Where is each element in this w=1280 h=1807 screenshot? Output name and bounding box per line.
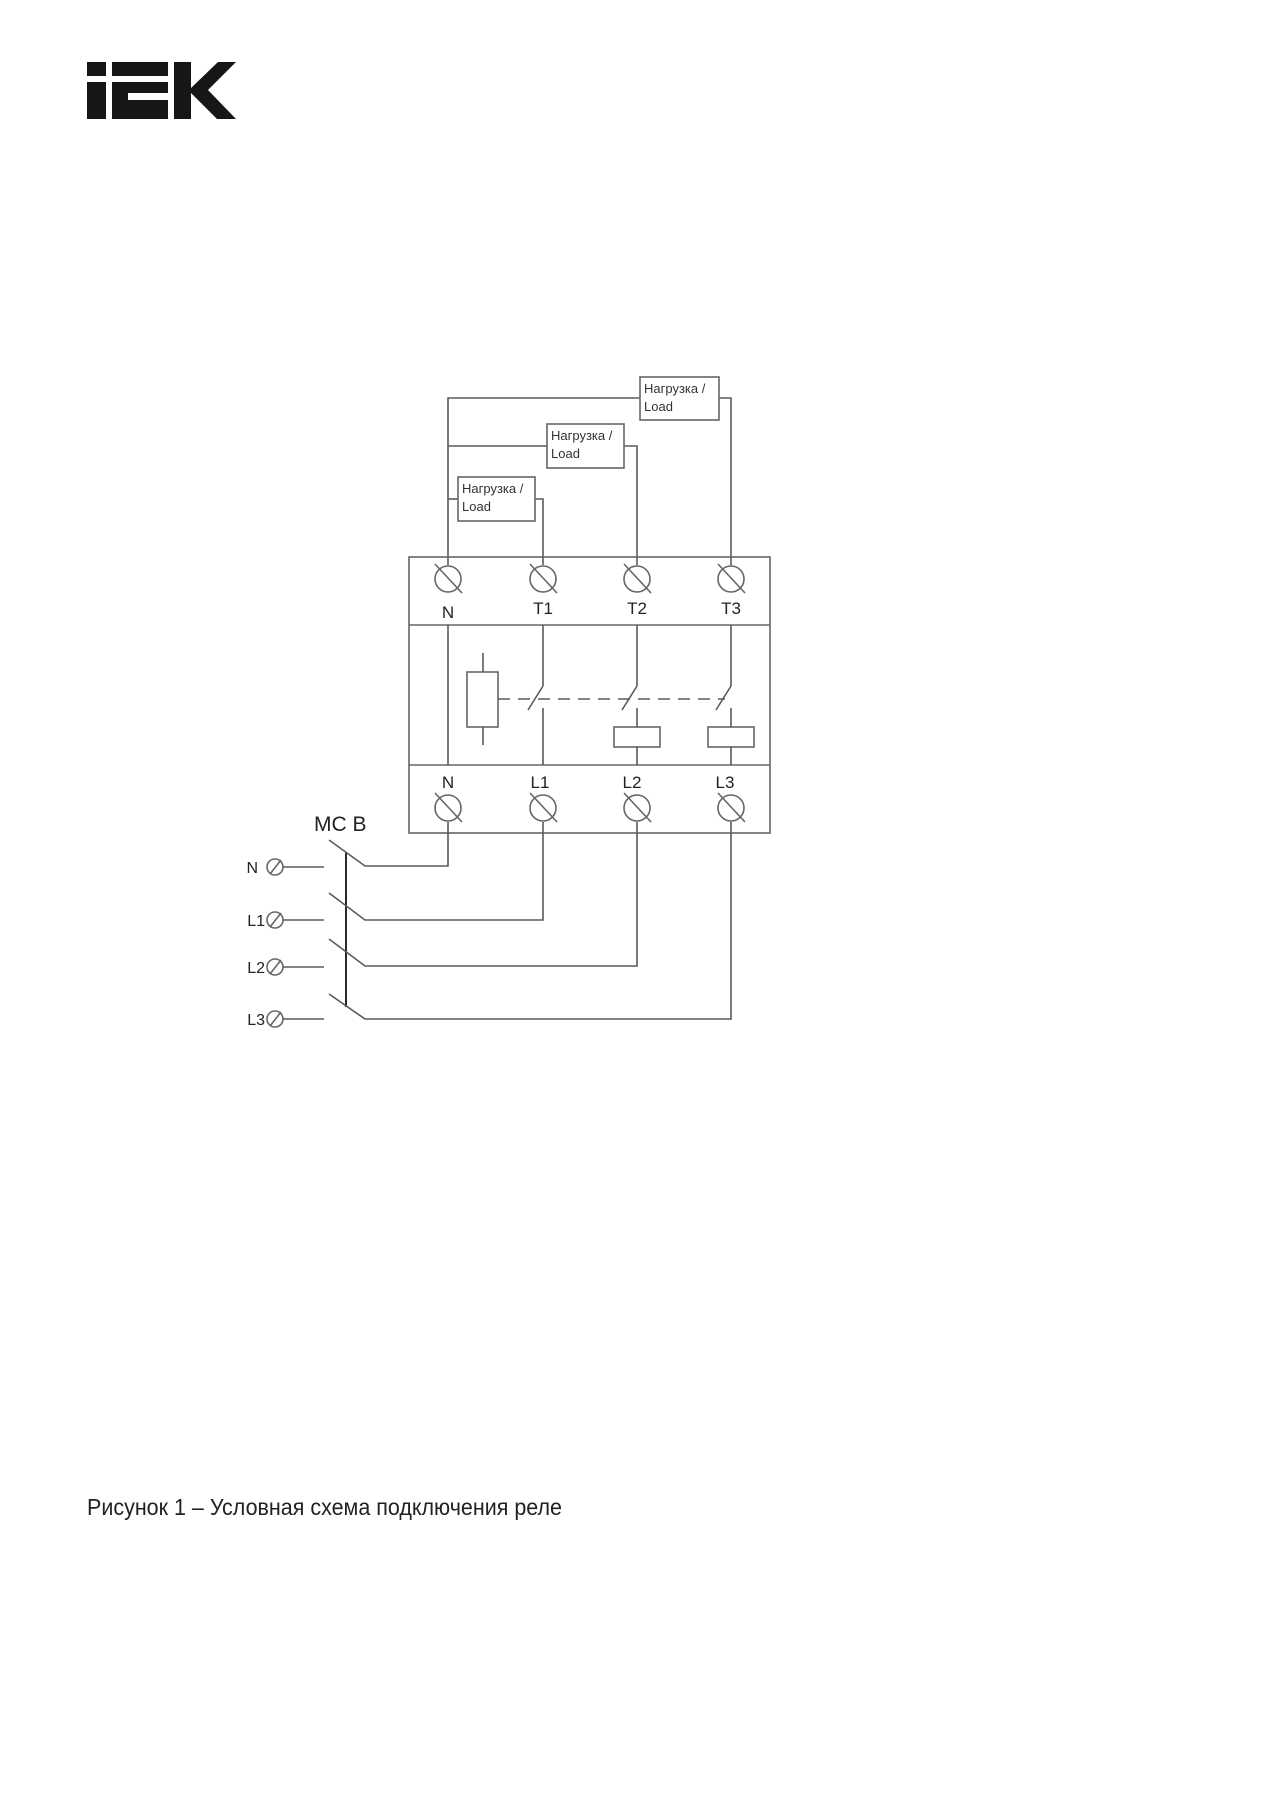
mcb-label: MC B: [314, 813, 367, 836]
load-1-label-en: Load: [462, 499, 491, 514]
supply-screw-icon: [266, 958, 324, 976]
contact-2: [613, 625, 661, 765]
screw-terminal-icon: [434, 563, 463, 594]
relay-internal-circuit: [447, 625, 755, 765]
terminal-label-l3: L3: [716, 773, 735, 792]
load-3-label: Нагрузка /: [644, 381, 706, 396]
iek-logo: [87, 62, 236, 119]
supply-screw-icon: [266, 858, 324, 876]
screw-terminal-icon: [529, 792, 558, 823]
screw-terminal-icon: [623, 792, 652, 823]
supply-label-l2: L2: [247, 960, 265, 977]
screw-terminal-icon: [434, 792, 463, 823]
terminal-label-l2: L2: [623, 773, 642, 792]
load-1-label: Нагрузка /: [462, 481, 524, 496]
relay-body: [408, 556, 771, 834]
contact-3: [707, 625, 755, 765]
relay-coil: [466, 671, 499, 728]
load-2-label-en: Load: [551, 446, 580, 461]
terminal-label-t1: T1: [533, 599, 553, 618]
screw-terminal-icon: [529, 563, 558, 594]
supply-terminals: [266, 858, 324, 1028]
load-3-label-en: Load: [644, 399, 673, 414]
supply-label-l1: L1: [247, 913, 265, 930]
load-box-2: [546, 423, 625, 469]
terminal-label-t2: T2: [627, 599, 647, 618]
screw-terminal-icon: [717, 792, 746, 823]
contact-1: [527, 625, 544, 765]
supply-screw-icon: [266, 911, 324, 929]
figure-caption: Рисунок 1 – Условная схема подключения р…: [87, 1494, 562, 1520]
supply-screw-icon: [266, 1010, 324, 1028]
mcb-wiring: [328, 822, 732, 1020]
terminal-label-l1: L1: [531, 773, 550, 792]
terminal-label-n-top: N: [442, 603, 454, 622]
supply-label-l3: L3: [247, 1012, 265, 1029]
terminals: [434, 563, 746, 823]
screw-terminal-icon: [717, 563, 746, 594]
screw-terminal-icon: [623, 563, 652, 594]
load-box-1: [457, 476, 536, 522]
load-wiring: Нагрузка / Load Нагрузка / Load Нагрузка…: [447, 376, 732, 565]
terminal-label-n-bottom: N: [442, 773, 454, 792]
load-box-3: [639, 376, 720, 421]
load-2-label: Нагрузка /: [551, 428, 613, 443]
terminal-label-t3: T3: [721, 599, 741, 618]
supply-label-n: N: [246, 860, 258, 877]
